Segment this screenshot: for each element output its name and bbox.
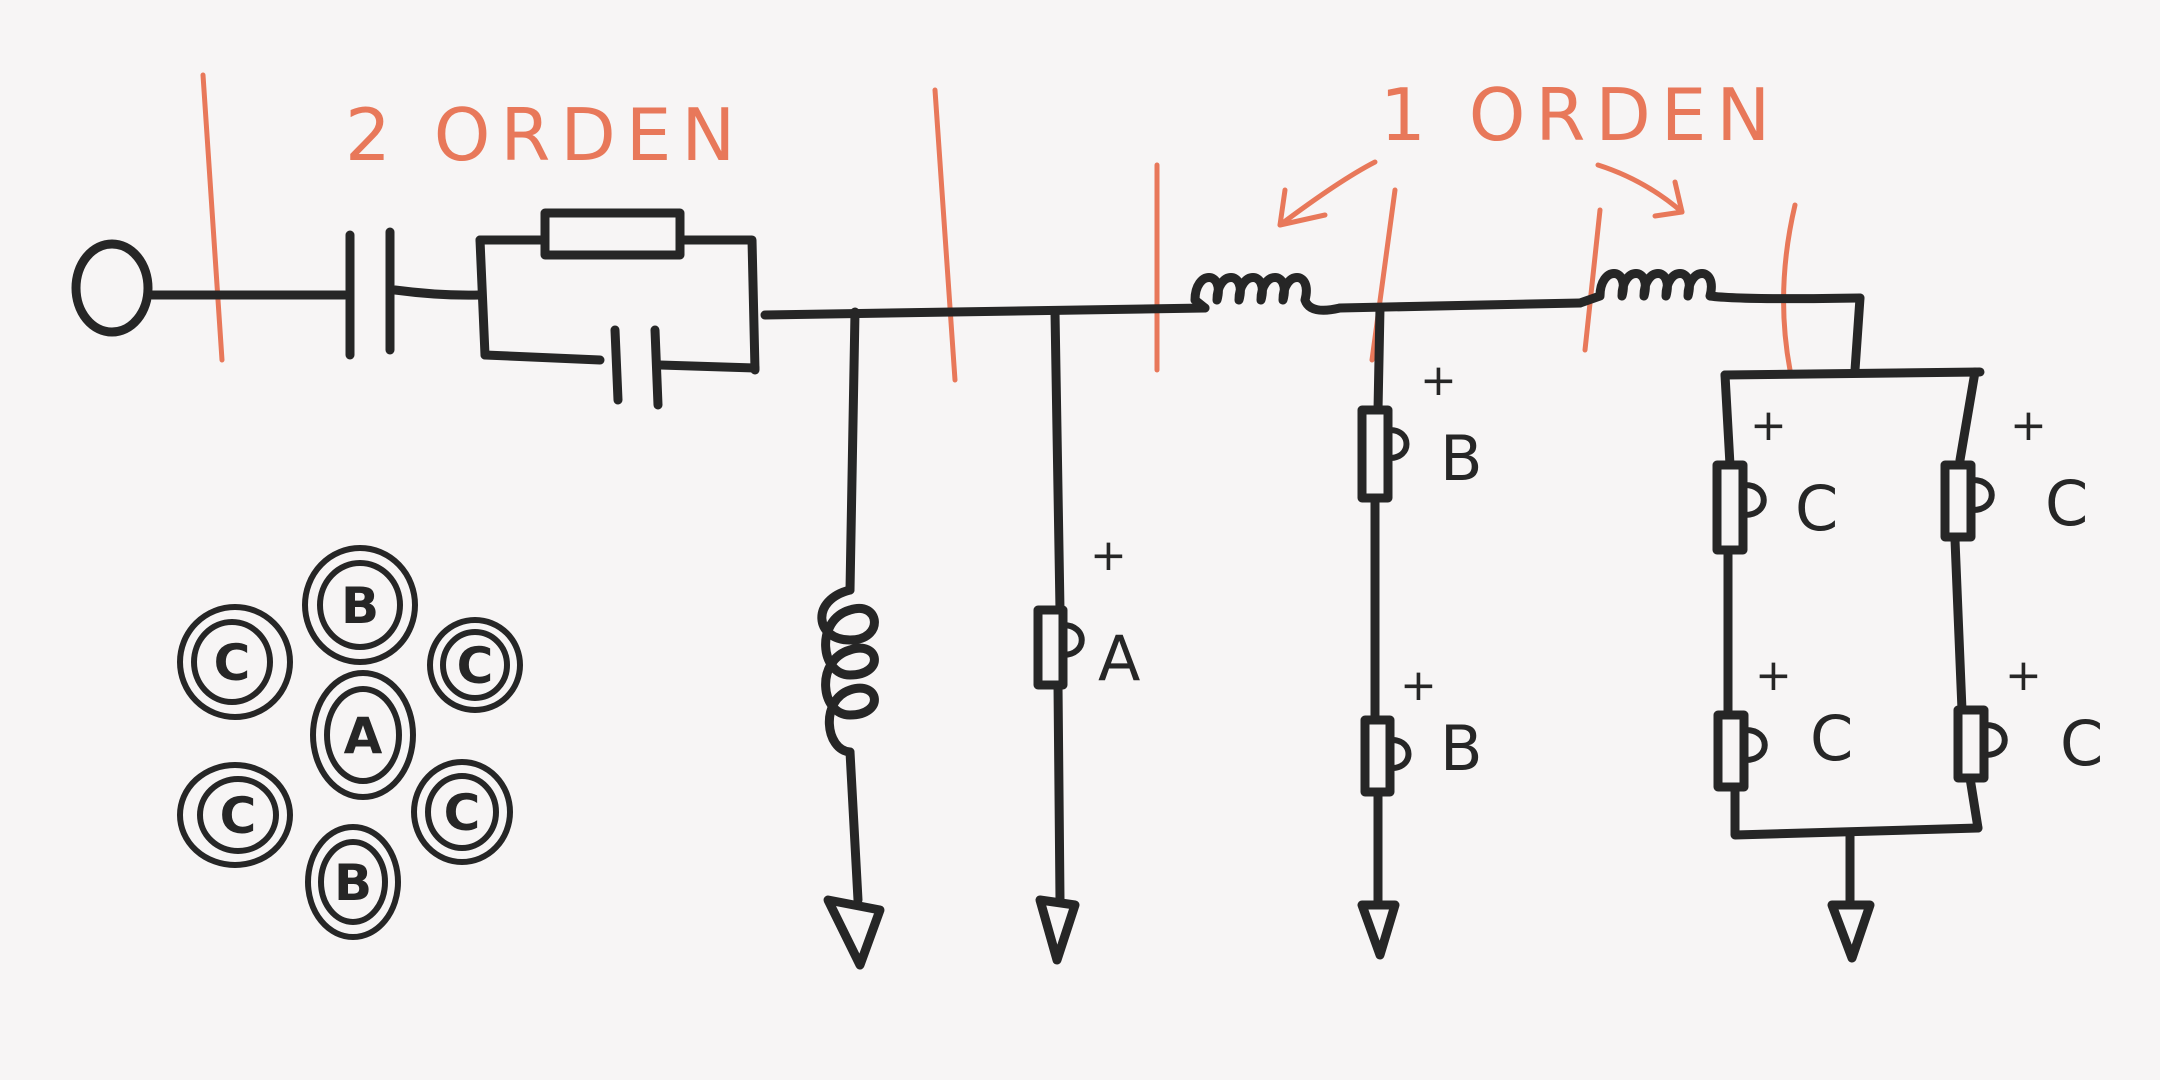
ground-arrow-3 — [1357, 900, 1400, 960]
phase-cluster: B C C A C C B — [177, 545, 523, 940]
divider-6 — [1781, 202, 1798, 373]
element-c-left-2 — [1713, 710, 1749, 792]
element-a-dot — [1060, 622, 1085, 658]
inductor-2 — [1575, 269, 1865, 308]
label-second-order: 2 ORDEN — [345, 93, 745, 177]
shunt-inductor-coil — [817, 585, 879, 757]
source-terminal — [71, 239, 153, 337]
element-b-1 — [1357, 405, 1393, 503]
section-dividers — [200, 72, 1798, 383]
wire-cap-to-network — [390, 285, 485, 300]
cluster-c-lr: C — [444, 784, 481, 842]
arrow-left — [1277, 159, 1378, 228]
cluster-c-ll: C — [220, 787, 257, 845]
element-b-2 — [1360, 715, 1395, 797]
branch-shunt-inductor — [817, 307, 885, 970]
label-b-2: B — [1440, 712, 1483, 785]
label-c-2: C — [2045, 467, 2088, 540]
label-b-1: B — [1440, 422, 1483, 495]
element-c-left-1 — [1712, 460, 1748, 555]
parallel-rc-network — [475, 208, 760, 410]
ground-arrow-4 — [1827, 900, 1875, 963]
series-capacitor — [345, 227, 395, 360]
plus-c-2: + — [2010, 400, 2047, 451]
label-c-1: C — [1795, 472, 1838, 545]
label-c-3: C — [1810, 702, 1853, 775]
plus-c-3: + — [1755, 650, 1792, 701]
ground-arrow-2 — [1035, 895, 1080, 965]
cluster-c-ul: C — [214, 634, 251, 692]
plus-b-1: + — [1420, 355, 1457, 406]
wire-bus-1 — [760, 303, 1210, 320]
plus-a: + — [1090, 530, 1127, 581]
divider-1 — [200, 72, 225, 363]
cluster-b-bottom: B — [334, 854, 372, 912]
divider-2 — [932, 87, 958, 383]
arrow-right — [1595, 162, 1685, 219]
element-c-right-2 — [1953, 705, 1989, 783]
plus-c-4: + — [2005, 650, 2042, 701]
inductor-1 — [1190, 273, 1345, 315]
element-a — [1033, 605, 1068, 690]
ground-arrow-1 — [823, 895, 885, 970]
plus-c-1: + — [1750, 400, 1787, 451]
branch-phase-c-group: + C + C + C + C — [1712, 367, 2103, 963]
network-resistor — [540, 208, 685, 260]
plus-b-2: + — [1400, 660, 1437, 711]
main-line — [71, 208, 1865, 410]
cluster-c-ur: C — [457, 637, 494, 695]
element-c-right-1 — [1940, 460, 1976, 542]
branch-phase-a: + A — [1033, 307, 1140, 965]
divider-5 — [1582, 207, 1603, 353]
branch-phase-b: + B + B — [1357, 303, 1483, 960]
cluster-b-top: B — [341, 577, 379, 635]
label-first-order: 1 ORDEN — [1380, 73, 1780, 157]
label-a: A — [1098, 622, 1140, 695]
cluster-a: A — [344, 707, 383, 765]
wire-to-group-c — [1850, 293, 1865, 375]
label-c-4: C — [2060, 707, 2103, 780]
network-cap-plate-1 — [610, 325, 623, 405]
